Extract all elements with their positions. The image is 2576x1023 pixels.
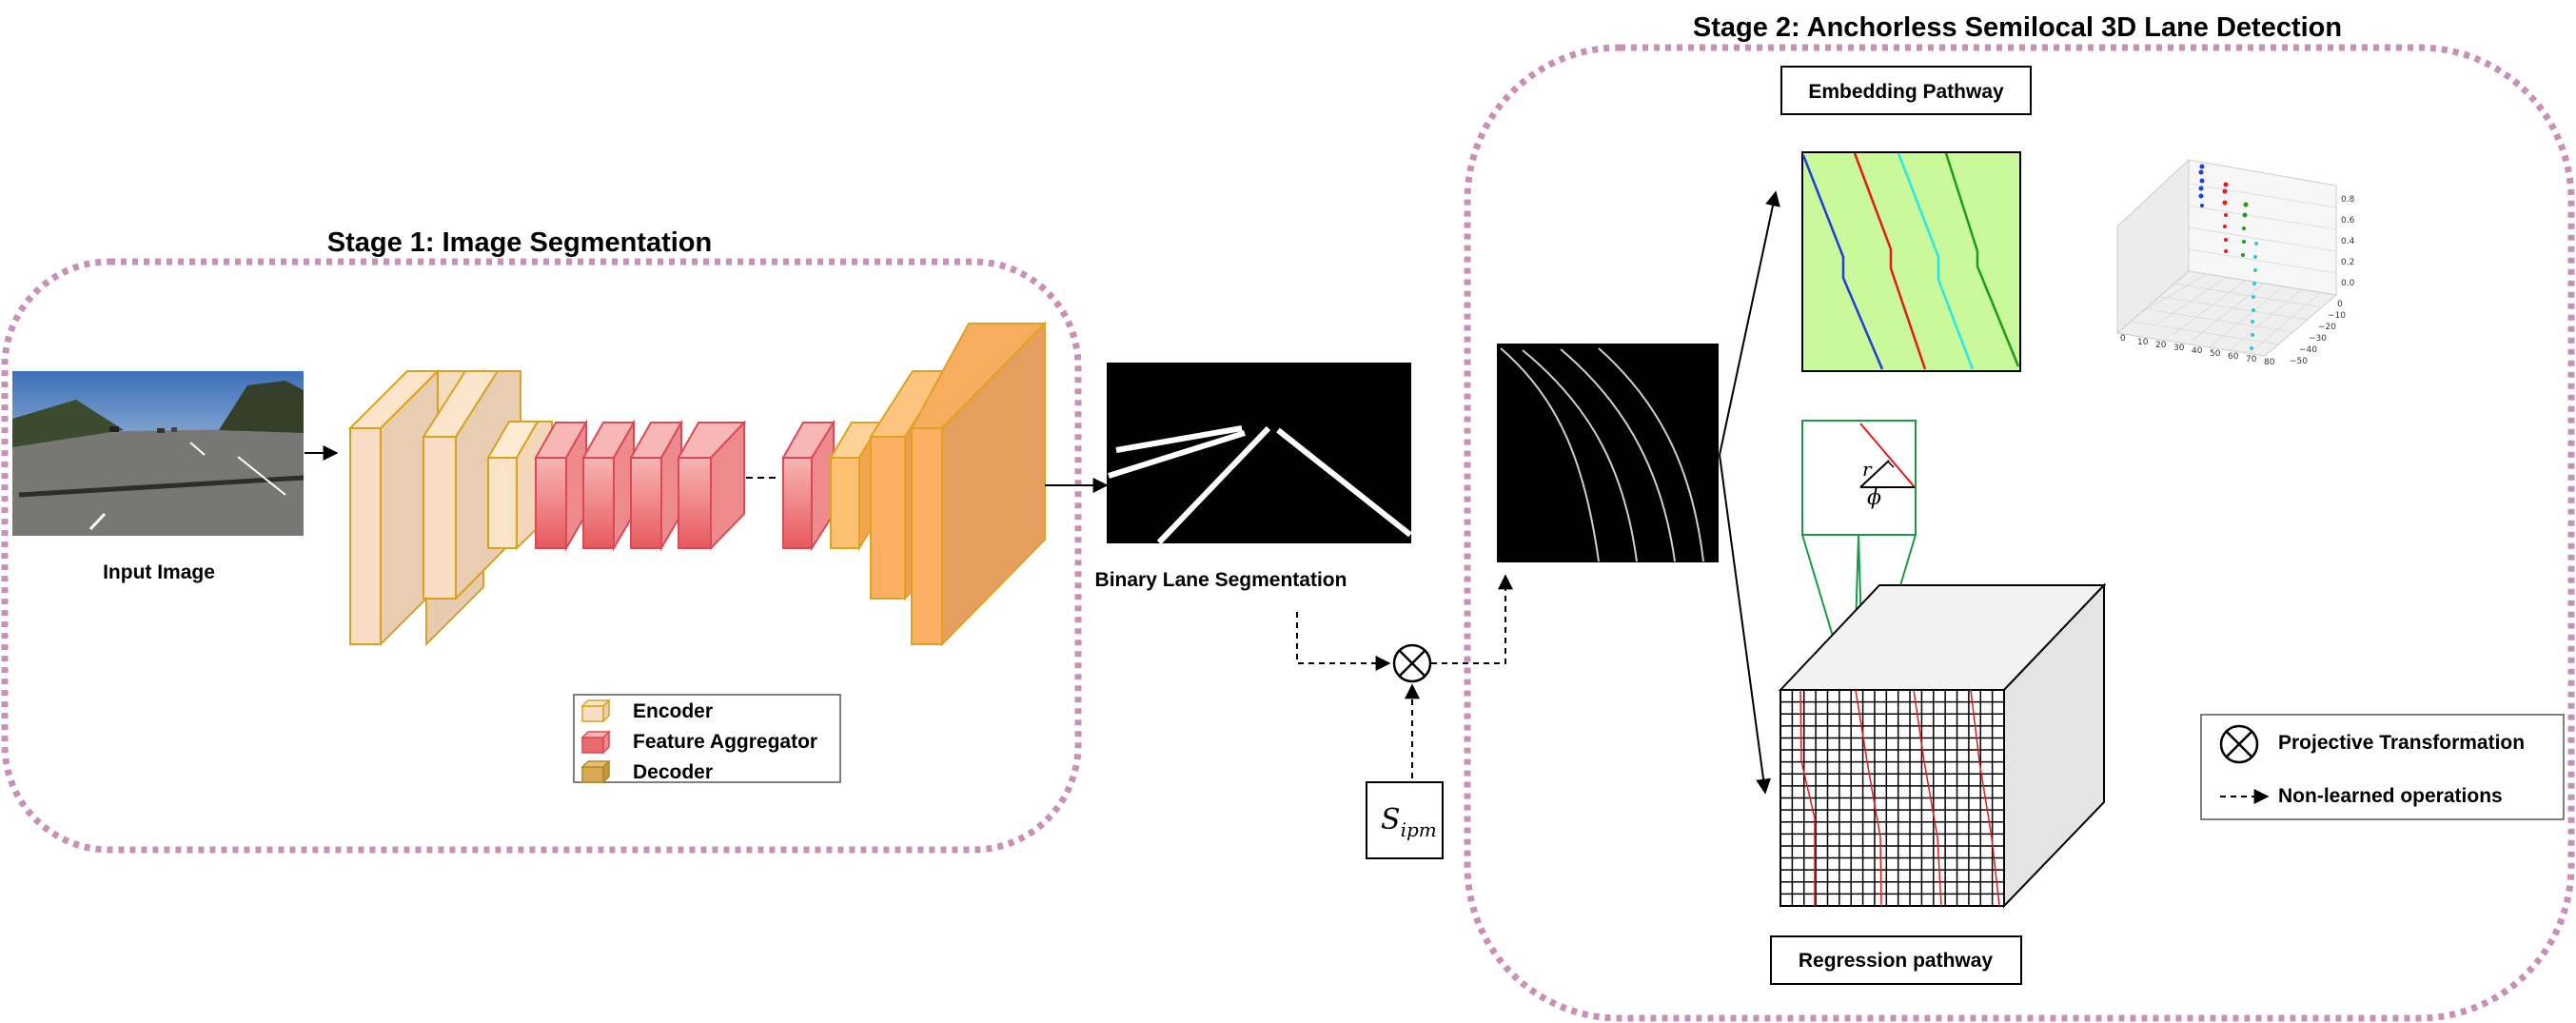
binary-lane-segmentation-caption: Binary Lane Segmentation (1095, 569, 1347, 591)
plot-x-tick: 50 (2210, 349, 2221, 359)
legend-encoder-label: Encoder (633, 700, 713, 722)
plot-x-tick: 80 (2264, 358, 2275, 367)
svg-text:Sipm: Sipm (1381, 803, 1437, 841)
plot-lane-points-cyan (2250, 242, 2258, 350)
input-image-caption: Input Image (103, 561, 215, 583)
plot-z-tick: 0.0 (2341, 279, 2355, 288)
sipm-main: S (1381, 803, 1401, 836)
projective-transform-icon (1392, 643, 1432, 683)
legend-feature-aggregator-swatch (580, 730, 611, 755)
plot-lane-points-blue (2198, 164, 2205, 207)
dashed-projection-to-topview (1431, 574, 1513, 664)
plot-y-tick: −20 (2318, 323, 2336, 332)
cell-symbol-r: r (1862, 458, 1873, 481)
plot-y-tick: −40 (2299, 345, 2317, 355)
legend-decoder-label: Decoder (633, 761, 713, 783)
dashed-binary-to-projection (1296, 612, 1391, 671)
plot-y-tick: −50 (2290, 357, 2308, 366)
plot-x-tick: 70 (2246, 355, 2257, 364)
legend-decoder-swatch (580, 759, 611, 784)
arrow-to-regression (1719, 454, 1771, 795)
legend-feature-aggregator-label: Feature Aggregator (633, 731, 817, 753)
cell-symbol-phi: ϕ (1867, 486, 1881, 510)
plot-x-tick: 60 (2228, 352, 2239, 362)
plot-x-tick: 0 (2120, 334, 2126, 344)
stage2-title: Stage 2: Anchorless Semilocal 3D Lane De… (1693, 12, 2342, 43)
stage1-legend: Encoder Feature Aggregator Decoder (573, 694, 841, 784)
plot-x-tick: 20 (2155, 341, 2167, 350)
embedding-output-image (1801, 151, 2021, 372)
embedding-pathway-box (1780, 66, 2032, 115)
stage2-legend: Projective Transformation Non-learned op… (2200, 714, 2565, 820)
sipm-box: Sipm (1366, 781, 1444, 859)
plot-y-tick: 0 (2337, 300, 2343, 309)
bev-binary-image (1497, 344, 1719, 562)
plot-z-tick: 0.8 (2341, 195, 2355, 205)
plot-x-tick: 40 (2192, 346, 2203, 356)
arrow-to-embedding (1719, 190, 1780, 456)
stage2-dashed-border (1464, 44, 2575, 1022)
plot-x-tick: 30 (2173, 344, 2185, 353)
regression-pathway-box (1770, 935, 2022, 985)
legend-projective-transformation-label: Projective Transformation (2278, 732, 2525, 754)
stage1-title: Stage 1: Image Segmentation (327, 227, 713, 258)
3d-lane-plot: 0 10 20 30 40 50 60 70 80 0 −10 −20 −30 … (2115, 158, 2355, 367)
feature-aggregator-block-5 (781, 419, 836, 552)
plot-x-tick: 10 (2137, 338, 2149, 347)
feature-aggregator-block-4 (677, 420, 747, 551)
plot-y-tick: −30 (2309, 334, 2327, 344)
feature-aggregator-block-2 (581, 419, 636, 552)
feature-aggregator-block-3 (629, 419, 683, 552)
plot-y-tick: −10 (2328, 311, 2346, 321)
plot-z-tick: 0.4 (2341, 237, 2355, 246)
stage1-dashed-border (1, 258, 1082, 854)
embedding-pathway-label: Embedding Pathway (1808, 81, 2004, 103)
legend-encoder-swatch (580, 698, 611, 723)
input-image (12, 371, 305, 536)
feature-aggregator-block-1 (534, 419, 588, 552)
regression-tensor-cube (1778, 582, 2107, 909)
plot-z-tick: 0.2 (2341, 258, 2354, 267)
plot-z-tick: 0.6 (2341, 216, 2355, 226)
binary-lane-segmentation-image (1107, 363, 1412, 545)
decoder-block-3 (910, 321, 1048, 647)
circled-times-icon (2219, 724, 2259, 764)
regression-grid (1780, 690, 2004, 906)
plot-lane-points-red (2222, 182, 2229, 253)
sipm-subscript: ipm (1401, 818, 1437, 841)
plot-lane-points-green (2241, 202, 2249, 257)
legend-non-learned-label: Non-learned operations (2278, 785, 2503, 807)
regression-pathway-label: Regression pathway (1799, 950, 1994, 972)
